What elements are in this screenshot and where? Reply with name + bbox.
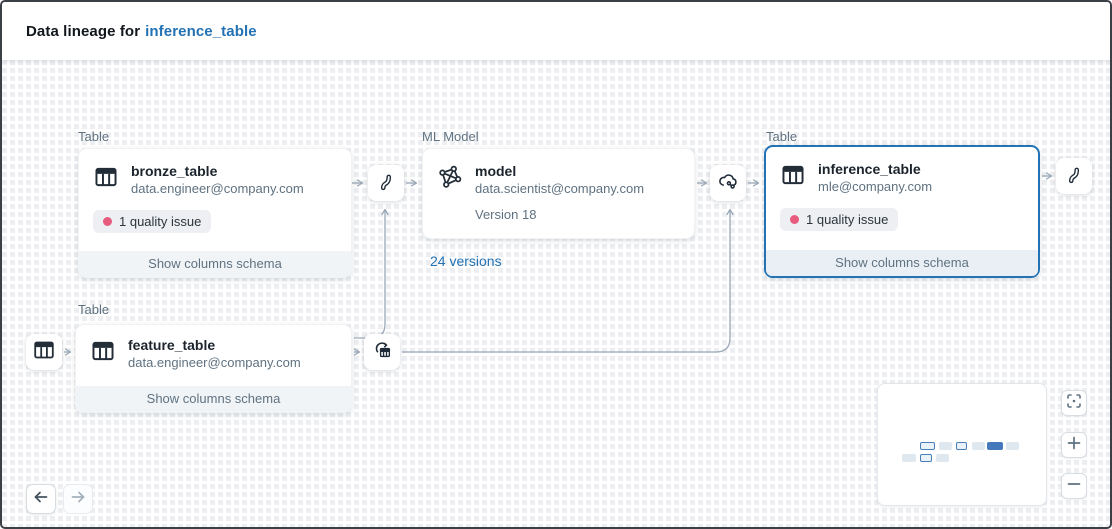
- minimap-node: [972, 442, 985, 450]
- inference-show-columns-button[interactable]: Show columns schema: [766, 250, 1038, 276]
- fit-to-screen-icon: [1066, 393, 1082, 414]
- fit-to-screen-button[interactable]: [1061, 390, 1087, 416]
- bronze-table-name: bronze_table: [131, 163, 218, 179]
- model-type-label: ML Model: [422, 129, 479, 144]
- node-card-feature-table[interactable]: feature_table data.engineer@company.com …: [75, 324, 352, 413]
- model-serving-node[interactable]: [710, 165, 746, 201]
- feature-table-owner: data.engineer@company.com: [128, 355, 301, 370]
- bronze-quality-badge-label: 1 quality issue: [119, 214, 202, 229]
- minimap-node: [902, 454, 916, 462]
- table-icon: [93, 164, 119, 195]
- history-forward-button[interactable]: [63, 484, 93, 514]
- history-back-button[interactable]: [26, 484, 56, 514]
- quality-dot-icon: [103, 217, 112, 226]
- bronze-table-owner: data.engineer@company.com: [131, 181, 304, 196]
- model-serving-cloud-icon: [717, 170, 739, 197]
- minimap-node: [936, 454, 949, 462]
- feature-store-cloud-table-icon: [371, 339, 393, 366]
- minimap[interactable]: [877, 383, 1047, 506]
- pipeline-s-curve-icon: [375, 170, 397, 197]
- bronze-type-label: Table: [78, 129, 110, 144]
- minimap-node: [956, 442, 967, 450]
- feature-card-body: feature_table data.engineer@company.com: [76, 325, 351, 386]
- node-card-bronze-table[interactable]: bronze_table data.engineer@company.com 1…: [78, 148, 352, 278]
- node-card-model[interactable]: model data.scientist@company.com Version…: [422, 148, 695, 239]
- model-name: model: [475, 163, 517, 179]
- pipeline-node-left[interactable]: [368, 165, 404, 201]
- feature-store-node[interactable]: [364, 334, 400, 370]
- ml-model-graph-icon: [437, 164, 463, 195]
- model-card-body: model data.scientist@company.com Version…: [423, 149, 694, 238]
- inference-table-owner: mle@company.com: [818, 179, 933, 194]
- minimap-node: [987, 442, 1003, 450]
- inference-card-body: inference_table mle@company.com 1 qualit…: [766, 147, 1038, 250]
- entity-name-link[interactable]: inference_table: [145, 22, 257, 40]
- minus-icon: [1066, 476, 1082, 497]
- arrow-left-icon: [32, 488, 50, 511]
- arrow-right-icon: [69, 488, 87, 511]
- upstream-table-node[interactable]: [26, 334, 62, 370]
- inference-quality-badge-label: 1 quality issue: [806, 212, 889, 227]
- minimap-node: [1006, 442, 1019, 450]
- table-icon: [32, 338, 56, 367]
- bronze-show-columns-button[interactable]: Show columns schema: [79, 251, 351, 277]
- table-icon: [780, 162, 806, 193]
- feature-table-name: feature_table: [128, 337, 216, 353]
- model-versions-link[interactable]: 24 versions: [430, 253, 502, 269]
- quality-dot-icon: [790, 215, 799, 224]
- zoom-out-button[interactable]: [1061, 473, 1087, 499]
- model-owner: data.scientist@company.com: [475, 181, 645, 196]
- minimap-node: [920, 442, 935, 450]
- model-version-label: Version 18: [475, 207, 537, 222]
- zoom-in-button[interactable]: [1061, 432, 1087, 458]
- table-icon: [90, 338, 116, 369]
- bronze-quality-badge[interactable]: 1 quality issue: [93, 210, 212, 233]
- inference-quality-badge[interactable]: 1 quality issue: [780, 208, 899, 231]
- pipeline-node-right[interactable]: [1056, 158, 1092, 194]
- node-card-inference-table[interactable]: inference_table mle@company.com 1 qualit…: [764, 145, 1040, 278]
- inference-type-label: Table: [766, 129, 798, 144]
- plus-icon: [1066, 435, 1082, 456]
- feature-type-label: Table: [78, 302, 110, 317]
- minimap-node: [939, 442, 952, 450]
- inference-table-name: inference_table: [818, 161, 921, 177]
- minimap-node: [920, 454, 932, 462]
- feature-show-columns-button[interactable]: Show columns schema: [76, 386, 351, 412]
- pipeline-s-curve-icon: [1063, 163, 1085, 190]
- bronze-card-body: bronze_table data.engineer@company.com 1…: [79, 149, 351, 251]
- page-title-prefix: Data lineage for: [26, 22, 141, 40]
